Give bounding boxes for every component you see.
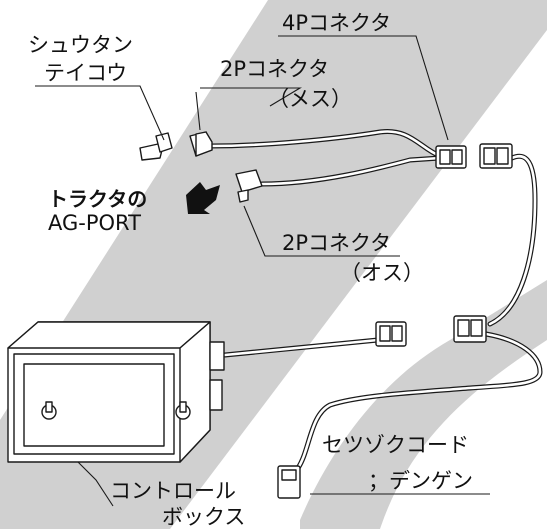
connector-4p-lower [453, 315, 487, 343]
label-tractor-1: トラクタの [48, 187, 147, 211]
terminal-resistor [139, 132, 173, 161]
label-connector-2p-male-2: （オス） [340, 261, 424, 285]
connector-4p-male [479, 143, 513, 169]
arrow-left-down-icon [186, 182, 220, 214]
label-connector-2p-female-2: （メス） [268, 87, 352, 111]
label-connector-2p-male-1: 2Pコネクタ [282, 231, 391, 255]
connector-4p-female [435, 145, 467, 169]
leader-lines [35, 35, 490, 507]
connector-control-box-cable [375, 321, 407, 347]
connector-2p-female [189, 131, 213, 157]
control-box [7, 321, 225, 463]
label-connector-2p-female-1: 2Pコネクタ [220, 57, 329, 81]
cables [207, 129, 543, 471]
label-connection-cord-2: ；デンゲン [368, 469, 473, 493]
label-connector-4p: 4Pコネクタ [282, 11, 391, 35]
connector-power-cord [277, 465, 301, 499]
label-control-box-2: ボックス [162, 505, 245, 529]
labels: シュウタン テイコウ 4Pコネクタ 2Pコネクタ （メス） トラクタの AG-P… [28, 11, 473, 529]
label-connection-cord-1: セツゾクコード [322, 433, 469, 457]
label-resistor-line-2: テイコウ [44, 61, 127, 85]
label-control-box-1: コントロール [110, 479, 236, 503]
connector-2p-male [235, 169, 263, 203]
label-resistor-line-1: シュウタン [28, 33, 133, 57]
label-tractor-2: AG-PORT [48, 211, 141, 235]
